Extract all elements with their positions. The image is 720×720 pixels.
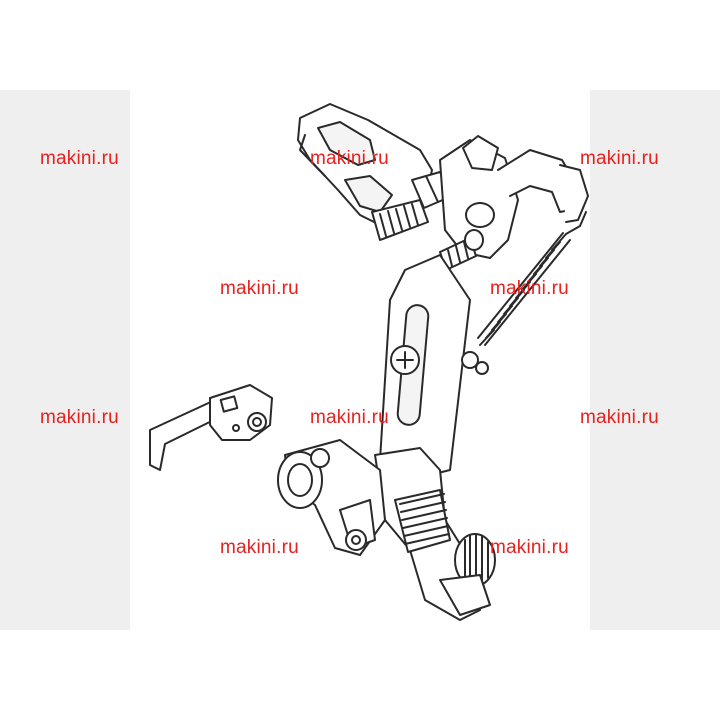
watermark-text: makini.ru — [220, 537, 299, 558]
watermark-text: makini.ru — [490, 537, 569, 558]
watermark-text: makini.ru — [310, 148, 389, 169]
slotted-bar — [379, 254, 489, 481]
watermark-text: makini.ru — [40, 407, 119, 428]
watermark-text: makini.ru — [40, 148, 119, 169]
upper-arm — [439, 135, 589, 259]
watermark-text: makini.ru — [490, 278, 569, 299]
watermark-text: makini.ru — [310, 407, 389, 428]
left-gray-band — [0, 90, 130, 630]
right-gray-band — [590, 90, 720, 630]
mounting-plate — [297, 103, 433, 226]
detached-foot-part — [149, 384, 273, 471]
lower-block — [374, 447, 496, 621]
watermark-text: makini.ru — [580, 407, 659, 428]
watermark-text: makini.ru — [220, 278, 299, 299]
arm-screw — [439, 229, 484, 271]
roller-foot — [277, 439, 386, 556]
watermark-text: makini.ru — [580, 148, 659, 169]
coil-spring — [477, 211, 587, 346]
